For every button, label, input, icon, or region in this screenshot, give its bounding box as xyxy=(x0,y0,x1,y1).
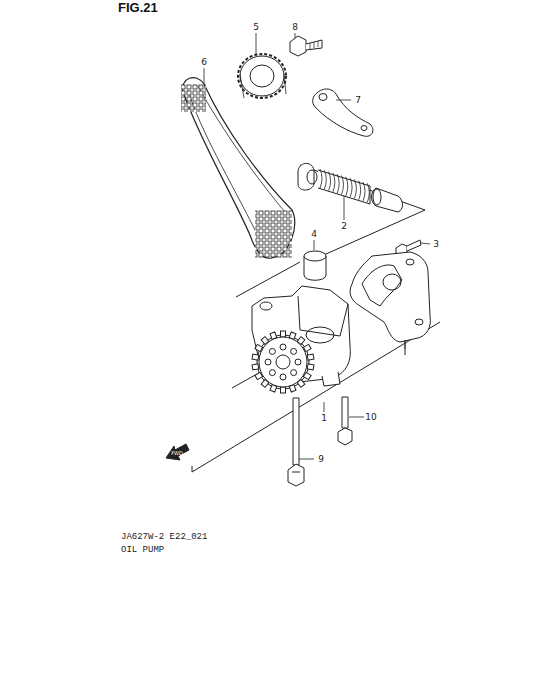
bolt xyxy=(288,398,304,486)
bolt xyxy=(338,397,352,445)
callout-number: 9 xyxy=(317,455,325,464)
drawing-code: JA627W-2 E22_021 xyxy=(120,533,208,542)
callout-number: 8 xyxy=(291,23,299,32)
camshaft-sprocket xyxy=(238,54,286,98)
bolt xyxy=(290,36,322,56)
pump-sprocket xyxy=(252,331,314,393)
direction-mark: FWD xyxy=(170,451,184,456)
callout-number: 3 xyxy=(432,240,440,249)
tensioner-arm xyxy=(313,89,373,136)
timing-chain xyxy=(181,78,295,259)
spring-coils xyxy=(320,169,369,202)
rotor-plug xyxy=(304,251,326,280)
figure-title: FIG.21 xyxy=(118,1,158,14)
callout-number: 6 xyxy=(200,58,208,67)
forward-arrow xyxy=(166,444,189,460)
outline-bracket xyxy=(192,165,440,472)
leader-lines xyxy=(204,33,430,459)
callout-number: 4 xyxy=(310,230,318,239)
pump-cover xyxy=(350,252,430,342)
pump-body xyxy=(252,286,350,386)
callout-number: 10 xyxy=(364,413,377,422)
callout-number: 7 xyxy=(354,96,362,105)
callout-number: 5 xyxy=(252,23,260,32)
relief-spring xyxy=(298,163,370,204)
callout-number: 1 xyxy=(320,414,328,423)
spring-cap xyxy=(372,188,403,212)
callout-number: 2 xyxy=(340,222,348,231)
drawing-caption: OIL PUMP xyxy=(120,546,165,555)
